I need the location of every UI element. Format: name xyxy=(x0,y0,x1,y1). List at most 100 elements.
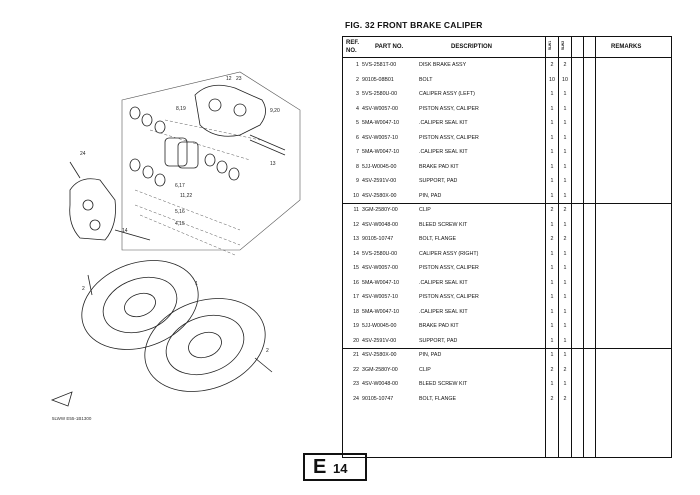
page-label-letter: E xyxy=(313,456,327,478)
description-cell: PISTON ASSY, CALIPER xyxy=(419,134,479,141)
svg-text:1: 1 xyxy=(195,281,198,287)
qty-1-cell: 2 xyxy=(550,366,554,373)
header-ref: REF. xyxy=(346,40,360,46)
qty-1-cell: 2 xyxy=(550,207,554,213)
description-cell: BOLT, FLANGE xyxy=(419,236,456,242)
description-cell: PISTON ASSY, CALIPER xyxy=(419,294,479,300)
part-no-cell: 4SV-W0057-10 xyxy=(362,134,398,141)
ref-cell: 18 xyxy=(353,308,359,315)
ref-cell: 10 xyxy=(353,192,359,199)
ref-cell: 8 xyxy=(356,163,359,170)
description-cell: BOLT xyxy=(419,76,433,83)
qty-2-cell: 2 xyxy=(563,236,567,242)
qty-2-cell: 1 xyxy=(563,120,567,126)
col-divider xyxy=(583,37,584,457)
page-label-number: 14 xyxy=(333,461,348,476)
ref-cell: 21 xyxy=(353,352,359,358)
part-no-cell: 90105-08B01 xyxy=(362,76,394,83)
qty-1-cell: 1 xyxy=(550,308,554,315)
qty-2-cell: 10 xyxy=(562,76,568,83)
description-cell: SUPPORT, PAD xyxy=(419,178,458,184)
group-divider xyxy=(343,203,671,204)
qty-2-cell: 1 xyxy=(563,308,567,315)
ref-cell: 11 xyxy=(353,207,360,213)
qty-1-cell: 1 xyxy=(550,250,554,257)
qty-2-cell: 1 xyxy=(563,134,567,141)
description-cell: SUPPORT, PAD xyxy=(419,337,458,344)
description-cell: .CALIPER SEAL KIT xyxy=(419,149,468,155)
header-remarks: REMARKS xyxy=(611,44,642,50)
figure-title: FIG. 32 FRONT BRAKE CALIPER xyxy=(345,20,483,30)
part-no-cell: 4SV-W0057-10 xyxy=(362,294,398,300)
qty-2-cell: 2 xyxy=(563,207,567,213)
description-cell: CALIPER ASSY (RIGHT) xyxy=(419,250,479,257)
ref-cell: 9 xyxy=(356,178,359,184)
qty-1-cell: 1 xyxy=(550,163,554,170)
ref-cell: 6 xyxy=(356,134,359,141)
qty-1-cell: 1 xyxy=(550,265,554,271)
description-cell: BRAKE PAD KIT xyxy=(419,323,459,329)
description-cell: .CALIPER SEAL KIT xyxy=(419,120,468,126)
qty-1-cell: 2 xyxy=(550,395,554,402)
col-divider xyxy=(571,37,572,457)
qty-2-cell: 1 xyxy=(563,352,567,358)
description-cell: BRAKE PAD KIT xyxy=(419,163,459,170)
part-no-cell: 3GM-2580Y-00 xyxy=(362,366,398,373)
ref-cell: 4 xyxy=(356,105,359,112)
ref-cell: 3 xyxy=(356,91,359,97)
col-divider xyxy=(558,37,559,457)
ref-cell: 16 xyxy=(353,279,359,286)
svg-text:14: 14 xyxy=(122,228,128,234)
qty-2-cell: 1 xyxy=(563,221,567,228)
ref-cell: 1 xyxy=(356,62,359,68)
description-cell: .CALIPER SEAL KIT xyxy=(419,308,468,315)
part-no-cell: 4SV-W0048-00 xyxy=(362,381,398,387)
qty-2-cell: 1 xyxy=(563,149,567,155)
svg-text:2: 2 xyxy=(82,286,85,292)
header-description: DESCRIPTION xyxy=(451,44,493,50)
qty-1-cell: 1 xyxy=(550,221,554,228)
description-cell: BLEED SCREW KIT xyxy=(419,381,468,387)
svg-text:9,20: 9,20 xyxy=(270,108,280,114)
qty-2-cell: 1 xyxy=(563,178,567,184)
ref-cell: 17 xyxy=(353,294,359,300)
part-no-cell: 4SV-W0048-00 xyxy=(362,221,398,228)
figure-footnote: 5LWW E55-1B1300 xyxy=(52,416,92,421)
parts-table: REF. NO. PART NO. DESCRIPTION 5LW1 5LW2 … xyxy=(342,36,672,458)
svg-text:23: 23 xyxy=(236,76,242,82)
description-cell: PIN, PAD xyxy=(419,192,442,199)
qty-1-cell: 1 xyxy=(550,149,554,155)
ref-cell: 2 xyxy=(356,76,359,83)
part-no-cell: 5MA-W0047-10 xyxy=(362,149,400,155)
svg-text:24: 24 xyxy=(80,151,86,157)
ref-cell: 13 xyxy=(353,236,359,242)
description-cell: BLEED SCREW KIT xyxy=(419,221,468,228)
part-no-cell: 5MA-W0047-10 xyxy=(362,279,400,286)
svg-text:8,19: 8,19 xyxy=(176,106,186,112)
ref-cell: 14 xyxy=(353,250,359,257)
svg-text:11,22: 11,22 xyxy=(180,193,192,199)
qty-1-cell: 1 xyxy=(550,381,554,387)
qty-2-cell: 1 xyxy=(563,250,567,257)
svg-text:12: 12 xyxy=(226,76,232,82)
qty-2-cell: 1 xyxy=(563,381,567,387)
description-cell: CLIP xyxy=(419,207,431,213)
svg-text:2: 2 xyxy=(266,348,269,354)
svg-text:4,15: 4,15 xyxy=(175,221,185,227)
qty-1-cell: 1 xyxy=(550,294,554,300)
page-label: E 14 xyxy=(303,453,367,481)
